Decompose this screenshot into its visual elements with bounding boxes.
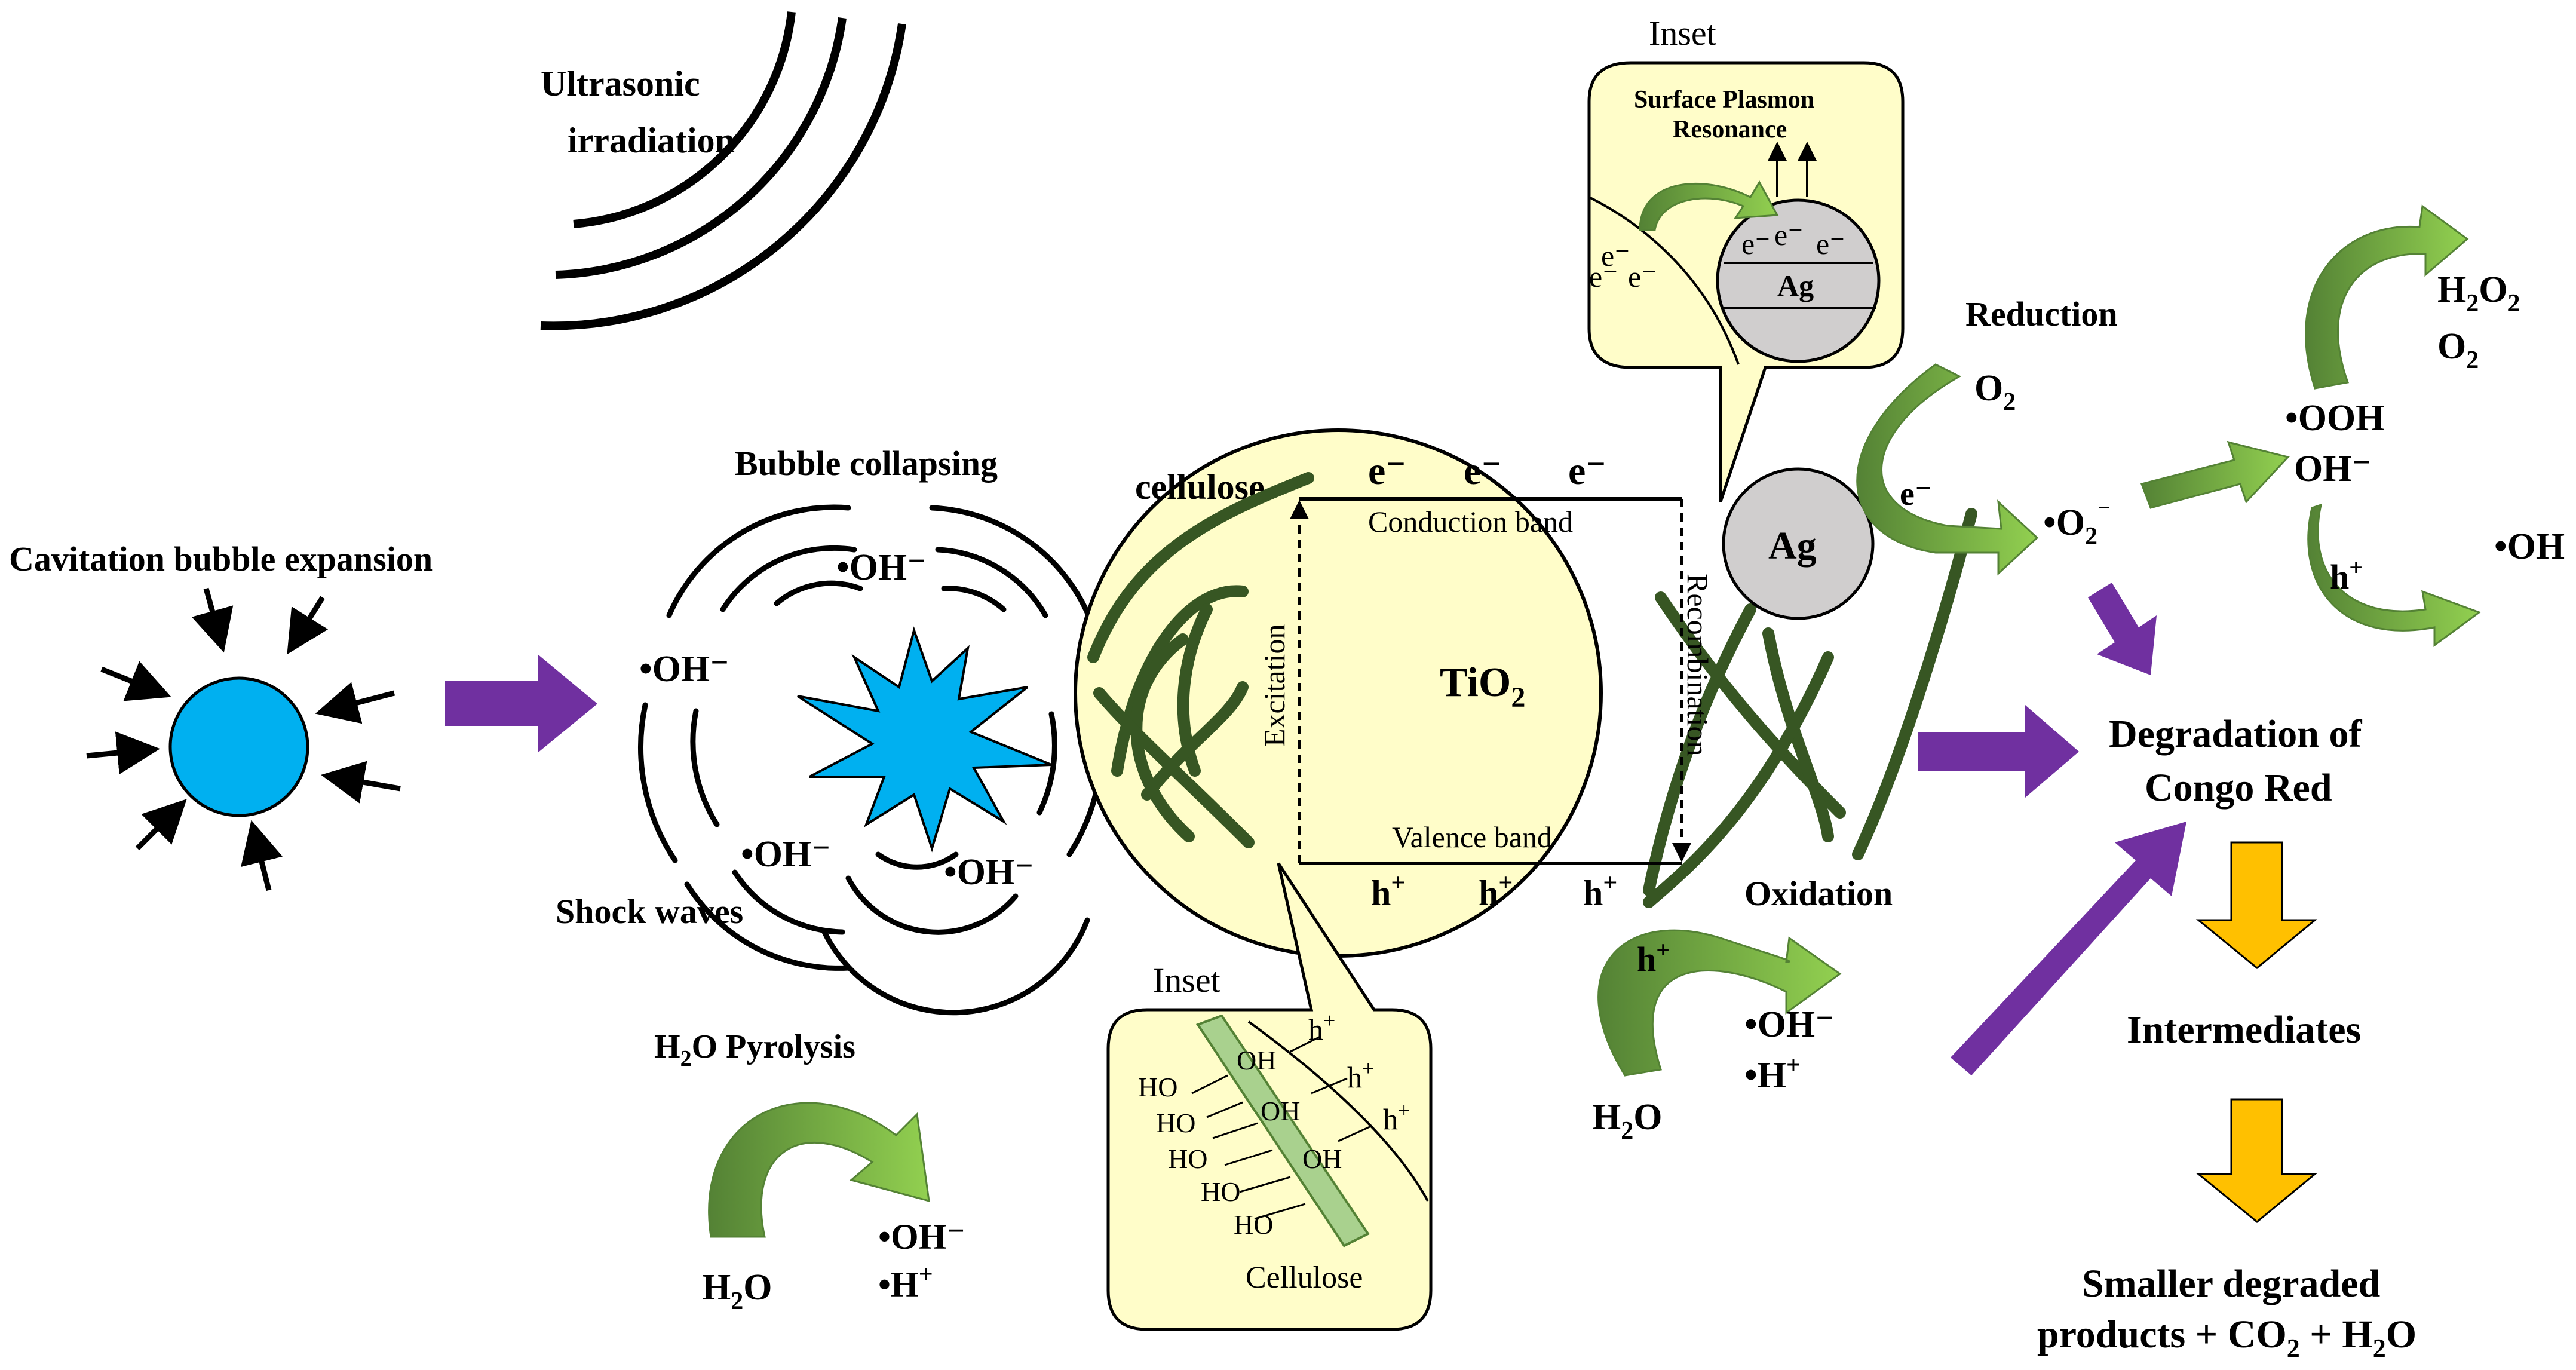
hole-2: h+	[1479, 869, 1513, 913]
inset-bottom-ho-3: HO	[1168, 1144, 1207, 1174]
oh-radical-label: •OH	[2494, 526, 2565, 567]
inset-bottom-title: Inset	[1153, 961, 1220, 1000]
shock-waves-label: Shock waves	[556, 892, 743, 931]
arrow-superoxide-to-degradation	[2088, 583, 2157, 675]
oxidation-product-oh: •OH⁻	[1744, 1004, 1835, 1045]
intermediates-label: Intermediates	[2127, 1008, 2361, 1052]
tio2-label: TiO2	[1440, 660, 1525, 713]
ultrasonic-label-1: Ultrasonic	[541, 64, 700, 103]
inset-top-tio2-edge	[1588, 196, 1740, 365]
electron-3: e⁻	[1568, 449, 1606, 493]
oxidation-product-h: •H+	[1744, 1052, 1801, 1096]
inset-bottom-cellulose-label: Cellulose	[1246, 1261, 1363, 1295]
collapse-title: Bubble collapsing	[735, 444, 998, 483]
ohm-curved-arrow	[2307, 503, 2482, 647]
cellulose-fibers	[1087, 472, 1977, 908]
oh-bottom-right: •OH⁻	[944, 852, 1034, 893]
inset-top-tio2-e1: e⁻	[1601, 239, 1630, 272]
inset-bottom-cellulose-strip	[1195, 1014, 1370, 1248]
inset-top-title: Inset	[1649, 14, 1716, 53]
oh-top: •OH⁻	[836, 547, 927, 588]
arrow-superoxide-to-ooh	[2140, 440, 2290, 509]
arrow-to-collapse	[445, 654, 597, 753]
cavitation-label: Cavitation bubble expansion	[9, 540, 433, 578]
inset-bottom-tio2-edge	[1247, 1020, 1429, 1202]
ooh-top-curved-arrow	[2305, 204, 2469, 390]
inset-bottom-hole-3: h+	[1383, 1098, 1410, 1136]
inset-top-ag-label: Ag	[1777, 269, 1814, 302]
recombination-label: Recombination	[1681, 574, 1715, 756]
hole-1: h+	[1371, 869, 1405, 913]
oxidation-title: Oxidation	[1744, 874, 1893, 913]
electron-2: e⁻	[1464, 449, 1502, 493]
arrow-oxidation-to-degradation	[1951, 822, 2186, 1075]
ultrasonic-label-2: irradiation	[568, 121, 735, 160]
ohm-label: OH⁻	[2294, 449, 2371, 489]
reduction-electron: e⁻	[1900, 476, 1932, 513]
compression-arrows	[86, 587, 401, 891]
pyrolysis-product-oh: •OH⁻	[878, 1217, 965, 1256]
oh-bottom-left: •OH⁻	[741, 834, 831, 875]
ooh-label: •OOH	[2285, 398, 2384, 439]
superoxide-label: •O2⁻	[2043, 499, 2111, 550]
ultrasonic-waves	[540, 11, 906, 330]
arrow-to-intermediates	[2195, 841, 2318, 969]
h2o2-label: H2O2	[2437, 269, 2520, 317]
ag-label: Ag	[1768, 524, 1817, 568]
reduction-title: Reduction	[1965, 295, 2118, 333]
pyrolysis-product-h: •H+	[878, 1261, 933, 1304]
pyrolysis-title: H2O Pyrolysis	[654, 1028, 855, 1071]
inset-bottom-ho-1: HO	[1138, 1072, 1177, 1102]
degradation-label-2: Congo Red	[2145, 766, 2332, 810]
degradation-label-1: Degradation of	[2109, 712, 2362, 756]
spr-label-2: Resonance	[1673, 116, 1787, 143]
cavitation-bubble	[168, 676, 309, 817]
inset-bottom-oh-2: OH	[1261, 1096, 1300, 1126]
arrow-to-final-products	[2195, 1098, 2318, 1223]
inset-top-tio2-e2: e⁻	[1589, 260, 1618, 293]
o2-product-label: O2	[2437, 326, 2479, 374]
pyrolysis-curved-arrow	[708, 1102, 930, 1238]
spr-label-1: Surface Plasmon	[1634, 86, 1814, 114]
inset-top-ag-e2: e⁻	[1774, 218, 1804, 252]
inset-bottom-bonds	[1191, 1035, 1372, 1220]
final-products-label-2: products + CO2 + H2O	[2037, 1313, 2416, 1363]
reduction-hole: h+	[2330, 554, 2363, 596]
inset-top-tio2-e3: e⁻	[1628, 260, 1657, 293]
spr-emission-arrows	[1768, 142, 1817, 197]
inset-bottom-oh-3: OH	[1302, 1144, 1342, 1174]
inset-top-transfer-arrow	[1639, 180, 1779, 231]
inset-bottom-ho-2: HO	[1156, 1108, 1195, 1138]
conduction-band-label: Conduction band	[1368, 505, 1573, 538]
ag-nanoparticle	[1722, 467, 1875, 620]
inset-bottom-ho-5: HO	[1234, 1209, 1273, 1240]
inset-bottom-oh-1: OH	[1237, 1045, 1276, 1075]
final-products-label-1: Smaller degraded	[2082, 1262, 2380, 1305]
oxidation-reactant: H2O	[1592, 1097, 1662, 1145]
shock-wave-arcs	[638, 504, 1105, 1016]
inset-top-ag	[1716, 198, 1881, 363]
inset-top-ag-e1: e⁻	[1741, 227, 1771, 260]
inset-top-ag-e3: e⁻	[1816, 227, 1845, 260]
inset-bottom-hole-1: h+	[1308, 1009, 1335, 1046]
arrow-tio2-to-degradation	[1918, 705, 2079, 798]
excitation-label: Excitation	[1258, 624, 1291, 747]
oxidation-hole: h+	[1637, 936, 1670, 979]
inset-bottom-ho-4: HO	[1201, 1176, 1240, 1207]
oh-left: •OH⁻	[639, 649, 729, 689]
pyrolysis-reactant: H2O	[702, 1267, 772, 1315]
electron-1: e⁻	[1368, 449, 1406, 493]
oxidation-curved-arrow	[1597, 929, 1842, 1077]
reduction-o2: O2	[1974, 368, 2016, 416]
hole-3: h+	[1583, 869, 1617, 913]
inset-bottom-hole-2: h+	[1347, 1056, 1374, 1094]
reduction-curved-arrow	[1856, 363, 2039, 576]
collapse-star	[796, 626, 1052, 853]
valence-band-label: Valence band	[1392, 820, 1552, 854]
